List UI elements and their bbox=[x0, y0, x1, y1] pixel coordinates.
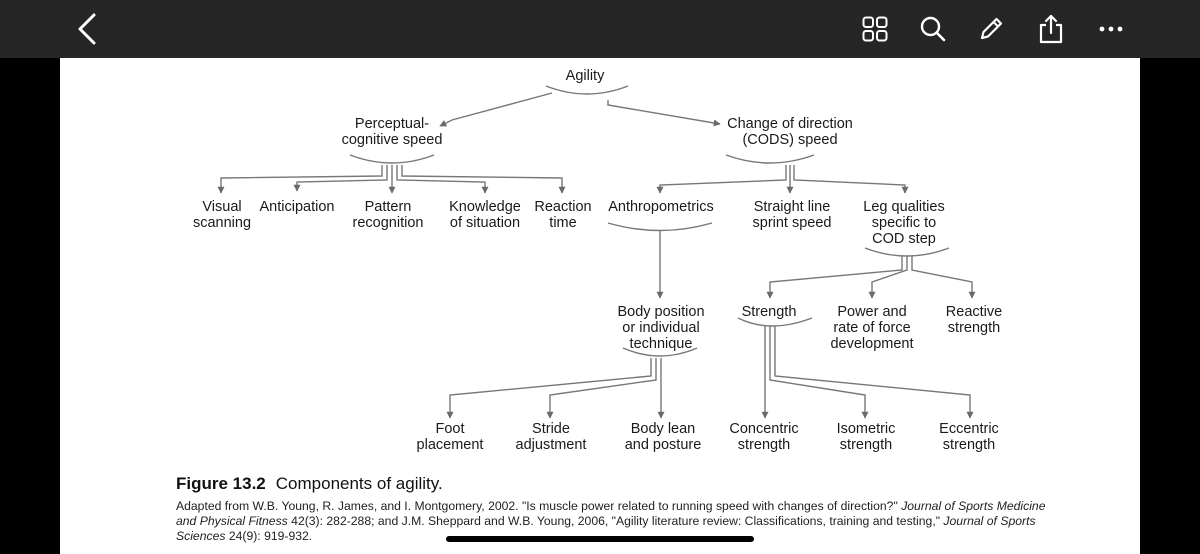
node-concentric-strength: Concentric strength bbox=[729, 421, 799, 453]
node-straight-line-sprint-speed: Straight line sprint speed bbox=[752, 199, 832, 231]
node-eccentric-strength: Eccentric strength bbox=[939, 421, 999, 453]
node-anticipation: Anticipation bbox=[259, 199, 335, 215]
thumbnails-button[interactable] bbox=[854, 8, 896, 50]
figure-credit: Adapted from W.B. Young, R. James, and I… bbox=[176, 499, 1056, 544]
node-leg-qualities: Leg qualities specific to COD step bbox=[863, 199, 945, 247]
credit-journal-1: Journal of Sports Medicine and Physical … bbox=[176, 499, 1046, 528]
node-anthropometrics: Anthropometrics bbox=[608, 199, 714, 215]
agility-diagram-connectors bbox=[217, 85, 976, 419]
home-indicator[interactable] bbox=[446, 536, 754, 542]
credit-text-1: Adapted from W.B. Young, R. James, and I… bbox=[176, 499, 902, 513]
markup-button[interactable] bbox=[970, 8, 1012, 50]
back-chevron-icon bbox=[78, 13, 96, 45]
node-body-position-technique: Body position or individual technique bbox=[617, 304, 705, 352]
node-reactive-strength: Reactive strength bbox=[945, 304, 1003, 336]
node-knowledge-of-situation: Knowledge of situation bbox=[449, 199, 521, 231]
node-stride-adjustment: Stride adjustment bbox=[515, 421, 587, 453]
share-button[interactable] bbox=[1030, 8, 1072, 50]
node-foot-placement: Foot placement bbox=[416, 421, 484, 453]
node-strength: Strength bbox=[741, 304, 797, 320]
credit-journal-2: Journal of Sports Sciences bbox=[176, 514, 1036, 543]
node-agility: Agility bbox=[565, 68, 605, 84]
node-visual-scanning: Visual scanning bbox=[192, 199, 252, 231]
node-perceptual-cognitive-speed: Perceptual- cognitive speed bbox=[341, 116, 443, 148]
back-button[interactable] bbox=[66, 8, 108, 50]
credit-text-2: 42(3): 282-288; and J.M. Sheppard and W.… bbox=[287, 514, 944, 528]
credit-text-3: 24(9): 919-932. bbox=[225, 529, 313, 543]
more-button[interactable] bbox=[1090, 8, 1132, 50]
figure-title: Components of agility. bbox=[275, 474, 443, 493]
node-pattern-recognition: Pattern recognition bbox=[352, 199, 424, 231]
top-toolbar bbox=[0, 0, 1200, 58]
search-icon bbox=[920, 16, 946, 42]
node-power-rate-of-force: Power and rate of force development bbox=[830, 304, 914, 352]
figure-caption: Figure 13.2 Components of agility. bbox=[176, 474, 443, 494]
document-page: Agility Perceptual- cognitive speed Chan… bbox=[60, 58, 1140, 554]
search-button[interactable] bbox=[912, 8, 954, 50]
node-reaction-time: Reaction time bbox=[534, 199, 592, 231]
pencil-icon bbox=[980, 17, 1003, 40]
node-isometric-strength: Isometric strength bbox=[836, 421, 896, 453]
node-body-lean-posture: Body lean and posture bbox=[624, 421, 702, 453]
node-cods-speed: Change of direction (CODS) speed bbox=[727, 116, 853, 148]
more-icon bbox=[1099, 26, 1123, 32]
grid-icon bbox=[862, 16, 888, 42]
share-icon bbox=[1039, 14, 1063, 44]
figure-number: Figure 13.2 bbox=[176, 474, 266, 493]
